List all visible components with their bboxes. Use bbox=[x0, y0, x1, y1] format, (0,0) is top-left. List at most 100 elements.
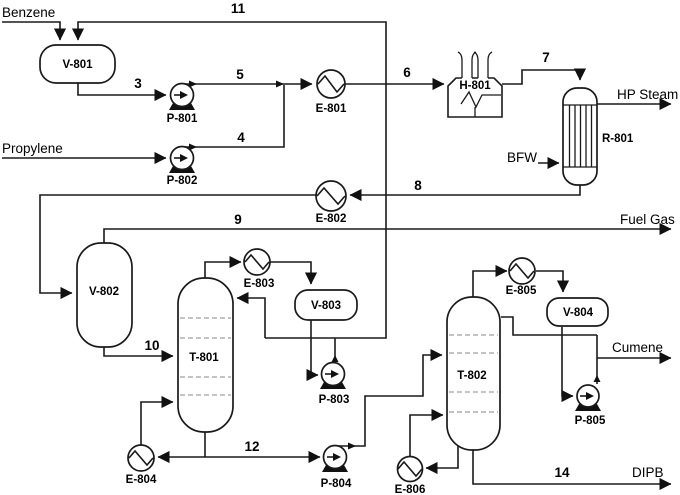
stream-10-label: 10 bbox=[144, 338, 159, 353]
e806-exchanger bbox=[396, 455, 424, 483]
stream-7-line bbox=[502, 68, 587, 85]
e806-return-line bbox=[409, 408, 444, 456]
v803-drum bbox=[294, 289, 358, 321]
stream-11-label: 11 bbox=[231, 1, 246, 16]
stream-9-fuel-gas-line bbox=[103, 222, 672, 243]
r801-reactor bbox=[562, 87, 598, 186]
p803-pump-arrow-icon bbox=[331, 370, 339, 378]
t802-label: T-802 bbox=[457, 370, 486, 382]
stream-5-label: 5 bbox=[236, 67, 244, 82]
p802-label: P-802 bbox=[167, 175, 198, 187]
e805-coil-icon bbox=[509, 262, 535, 280]
t801-label: T-801 bbox=[189, 352, 219, 364]
junction-arrow-stream5 bbox=[276, 80, 284, 88]
stream-8-label: 8 bbox=[414, 178, 422, 193]
e805-exchanger bbox=[508, 257, 536, 285]
p803-discharge-arrow bbox=[331, 355, 339, 362]
h801-furnace bbox=[447, 51, 503, 118]
p803-pump bbox=[320, 361, 346, 389]
propylene-label: Propylene bbox=[2, 141, 63, 156]
t801-reflux-line bbox=[236, 291, 266, 338]
cumene-label: Cumene bbox=[612, 340, 663, 355]
p803-label: P-803 bbox=[319, 394, 350, 406]
e804-return-line bbox=[140, 395, 174, 445]
h801-stack-right bbox=[473, 51, 493, 78]
stream-10-line bbox=[103, 347, 174, 363]
stream-7-label: 7 bbox=[542, 50, 550, 65]
t801-column bbox=[177, 277, 234, 433]
t801-overhead-line bbox=[204, 255, 242, 278]
v801-label: V-801 bbox=[62, 59, 93, 71]
r801-label: R-801 bbox=[602, 133, 634, 145]
t802-trays bbox=[449, 334, 498, 413]
p805-pump-arrow-icon bbox=[586, 392, 594, 400]
e801-label: E-801 bbox=[316, 103, 347, 115]
e804-coil-icon bbox=[128, 449, 154, 467]
stream-4-label: 4 bbox=[237, 130, 245, 145]
stream-3-line bbox=[77, 83, 167, 102]
e804-exchanger bbox=[127, 444, 155, 472]
bfw-label: BFW bbox=[507, 150, 537, 165]
p804-pump-arrow-icon bbox=[333, 453, 341, 461]
v804-label: V-804 bbox=[563, 307, 594, 319]
p804-label: P-804 bbox=[321, 478, 352, 490]
p802-pump bbox=[169, 145, 195, 173]
v803-to-p803-line bbox=[306, 320, 319, 382]
e803-coil-icon bbox=[244, 253, 270, 271]
e803-exchanger bbox=[243, 248, 271, 276]
t802-reflux-line bbox=[501, 316, 597, 336]
e806-feed-line bbox=[425, 441, 459, 475]
p804-discharge-arrow bbox=[348, 442, 356, 450]
e805-to-v804-line bbox=[536, 270, 570, 293]
t801-trays bbox=[180, 317, 231, 396]
e801-exchanger bbox=[316, 69, 346, 99]
p801-discharge-arrow bbox=[189, 80, 197, 88]
h801-label: H-801 bbox=[459, 80, 491, 92]
p802-pump-arrow-icon bbox=[180, 154, 188, 162]
e803-to-v803-line bbox=[270, 261, 318, 285]
e804-label: E-804 bbox=[126, 474, 157, 486]
h801-coil-icon bbox=[460, 90, 501, 117]
stream-4-line bbox=[182, 85, 285, 148]
p805-label: P-805 bbox=[575, 415, 606, 427]
stream-8-line bbox=[349, 185, 581, 202]
p804-discharge-line bbox=[335, 348, 443, 447]
p804-pump bbox=[322, 444, 348, 472]
e801-coil-icon bbox=[317, 74, 345, 94]
stream-14-dipb-line bbox=[472, 448, 672, 491]
v803-label: V-803 bbox=[311, 300, 341, 312]
hp-steam-label: HP Steam bbox=[617, 87, 678, 102]
p801-label: P-801 bbox=[167, 113, 198, 125]
stream-8-to-v802-line bbox=[39, 194, 316, 300]
t802-overhead-line bbox=[472, 264, 508, 297]
t801-shell bbox=[177, 277, 234, 433]
stream-12-label: 12 bbox=[244, 439, 259, 454]
t802-column bbox=[446, 296, 501, 451]
e806-coil-icon bbox=[397, 460, 423, 478]
e803-label: E-803 bbox=[244, 278, 275, 290]
stream-lines bbox=[2, 21, 672, 491]
equipment-shapes bbox=[39, 44, 609, 483]
recycle-line-11 bbox=[71, 21, 387, 339]
p801-pump-arrow-icon bbox=[180, 91, 188, 99]
stream-14-label: 14 bbox=[554, 465, 570, 480]
e802-exchanger bbox=[315, 180, 347, 212]
e802-coil-icon bbox=[316, 186, 346, 206]
p801-pump bbox=[169, 82, 195, 110]
v801-drum bbox=[39, 44, 116, 84]
e806-label: E-806 bbox=[395, 484, 426, 495]
stream-3-label: 3 bbox=[134, 76, 142, 91]
p802-discharge-arrow bbox=[189, 143, 197, 151]
stream-6-label: 6 bbox=[403, 65, 411, 80]
v802-drum bbox=[76, 242, 133, 348]
p805-pump bbox=[575, 384, 601, 411]
p805-discharge-arrow bbox=[593, 375, 601, 382]
v804-drum bbox=[546, 297, 609, 327]
benzene-label: Benzene bbox=[2, 5, 55, 20]
fuel-gas-label: Fuel Gas bbox=[620, 212, 675, 227]
e805-label: E-805 bbox=[506, 285, 537, 297]
dipb-label: DIPB bbox=[632, 465, 664, 480]
